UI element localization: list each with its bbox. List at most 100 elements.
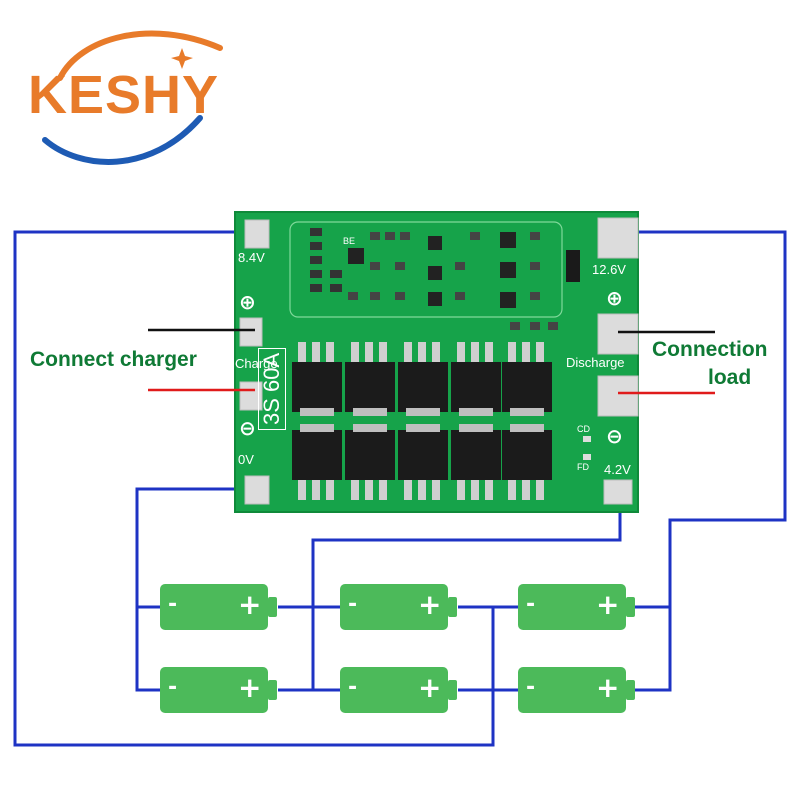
battery-cell: [518, 667, 626, 713]
pads: [239, 217, 639, 505]
blue-wires: [13, 230, 787, 747]
mosfet-leg: [404, 342, 412, 362]
battery-plus-sign: +: [596, 671, 620, 704]
label-charge: Charge: [235, 356, 278, 371]
mosfet-leg: [536, 480, 544, 500]
battery-cell: [340, 584, 448, 630]
mosfet-leg: [418, 480, 426, 500]
minus-symbol-left: ⊖: [239, 416, 256, 440]
mosfet: [451, 362, 501, 412]
mosfet-leg: [298, 342, 306, 362]
mosfet: [292, 430, 342, 480]
label-cd: CD: [577, 424, 590, 434]
mosfet-leg: [418, 342, 426, 362]
mosfet-tab: [300, 424, 334, 432]
mosfet-leg: [351, 342, 359, 362]
mosfet-leg: [365, 480, 373, 500]
mosfet: [398, 362, 448, 412]
label-be: BE: [343, 236, 356, 246]
battery-minus-sign: -: [168, 675, 178, 700]
mosfet-tab: [406, 424, 440, 432]
mosfet: [398, 430, 448, 480]
pad-0v: [244, 475, 270, 505]
battery-cell-terminal: [448, 680, 457, 700]
mosfets: [292, 342, 552, 500]
wire-0v: [135, 487, 256, 692]
mosfet-leg: [351, 480, 359, 500]
battery-cells: [160, 584, 635, 713]
battery-minus-sign: -: [168, 592, 178, 617]
pad-charge-neg: [239, 317, 263, 347]
connection-load-label-line1: Connection: [652, 338, 768, 361]
mosfet: [502, 362, 552, 412]
mosfet-leg: [471, 342, 479, 362]
mosfet-leg: [312, 480, 320, 500]
wire-8v4-loop: [13, 230, 495, 747]
battery-cell: [160, 584, 268, 630]
battery-cell-terminal: [448, 597, 457, 617]
mosfet-leg: [457, 342, 465, 362]
connect-charger-label: Connect charger: [30, 348, 197, 371]
pad-discharge-pos: [597, 375, 639, 417]
mosfet: [502, 430, 552, 480]
mosfet-tab: [353, 408, 387, 416]
mosfet-leg: [432, 342, 440, 362]
label-discharge: Discharge: [566, 355, 625, 370]
battery-minus-sign: -: [526, 675, 536, 700]
battery-plus-sign: +: [418, 588, 442, 621]
label-12v6: 12.6V: [592, 262, 626, 277]
mosfet-tab: [510, 408, 544, 416]
mosfet-leg: [536, 342, 544, 362]
pad-8v4: [244, 219, 270, 249]
label-8v4: 8.4V: [238, 250, 265, 265]
mosfet-leg: [326, 342, 334, 362]
mosfet-leg: [522, 342, 530, 362]
battery-cell: [340, 667, 448, 713]
mosfet: [345, 430, 395, 480]
mosfet-leg: [471, 480, 479, 500]
battery-cell: [160, 667, 268, 713]
pad-discharge-neg: [597, 313, 639, 355]
battery-cell-terminal: [626, 680, 635, 700]
pcb-inner-outline: [289, 221, 563, 318]
label-fd: FD: [577, 462, 589, 472]
mosfet-leg: [522, 480, 530, 500]
plus-symbol-right: ⊕: [606, 286, 623, 310]
pad-12v6: [597, 217, 639, 259]
mosfet-leg: [508, 480, 516, 500]
mosfet-tab: [459, 408, 493, 416]
mosfet-leg: [508, 342, 516, 362]
mosfet-leg: [326, 480, 334, 500]
battery-cell-terminal: [268, 597, 277, 617]
mosfet-leg: [404, 480, 412, 500]
battery-cell: [518, 584, 626, 630]
battery-plus-sign: +: [238, 588, 262, 621]
battery-cell-terminal: [626, 597, 635, 617]
mosfet-leg: [485, 342, 493, 362]
mosfet-leg: [298, 480, 306, 500]
mosfet-leg: [379, 342, 387, 362]
connection-load-label-line2: load: [708, 366, 752, 389]
mosfet-leg: [485, 480, 493, 500]
label-0v: 0V: [238, 452, 254, 467]
mosfet: [451, 430, 501, 480]
mosfet-leg: [457, 480, 465, 500]
battery-plus-sign: +: [596, 588, 620, 621]
logo-swoosh-top: [57, 30, 223, 81]
mosfet: [345, 362, 395, 412]
mosfet-tab: [300, 408, 334, 416]
mosfet-leg: [365, 342, 373, 362]
plus-symbol-left: ⊕: [239, 290, 256, 314]
mosfet-tab: [353, 424, 387, 432]
label-4v2: 4.2V: [604, 462, 631, 477]
pad-4v2: [603, 479, 633, 505]
mosfet-tab: [510, 424, 544, 432]
battery-minus-sign: -: [348, 592, 358, 617]
battery-minus-sign: -: [526, 592, 536, 617]
battery-plus-sign: +: [418, 671, 442, 704]
logo-star-icon: [171, 48, 193, 69]
mosfet-leg: [312, 342, 320, 362]
wire-12v6: [622, 230, 787, 692]
